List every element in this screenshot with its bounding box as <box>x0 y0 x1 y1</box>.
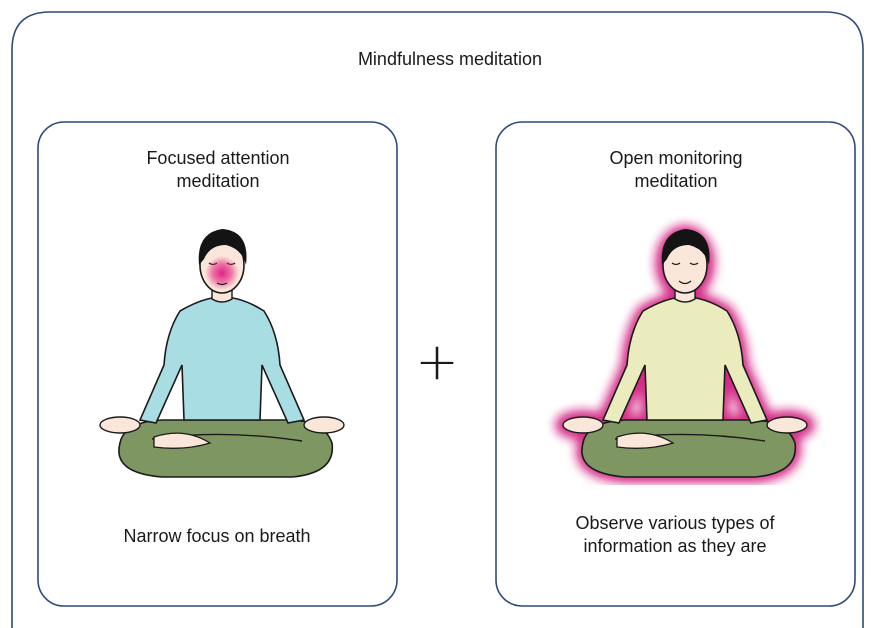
outer-frame <box>11 11 864 628</box>
card-title-line-2: meditation <box>176 171 260 191</box>
card-caption-line-1: Narrow focus on breath <box>123 526 311 546</box>
card-caption: Observe various types of information as … <box>510 512 840 558</box>
card-caption-line-2: information as they are <box>583 536 767 556</box>
card-title-line-1: Focused attention <box>146 148 290 168</box>
card-title: Open monitoring meditation <box>546 147 806 193</box>
card-title-line-2: meditation <box>634 171 718 191</box>
card-title: Focused attention meditation <box>88 147 348 193</box>
card-caption-line-1: Observe various types of <box>575 513 775 533</box>
card-left-border <box>37 121 398 607</box>
meditating-person-open-awareness-illustration <box>555 225 815 483</box>
plus-connector: + <box>415 332 459 392</box>
card-caption: Narrow focus on breath <box>52 525 382 548</box>
diagram-title: Mindfulness meditation <box>357 49 543 69</box>
card-right-border <box>495 121 856 607</box>
card-title-line-1: Open monitoring <box>609 148 743 168</box>
meditating-person-breath-focus-illustration <box>99 229 345 478</box>
